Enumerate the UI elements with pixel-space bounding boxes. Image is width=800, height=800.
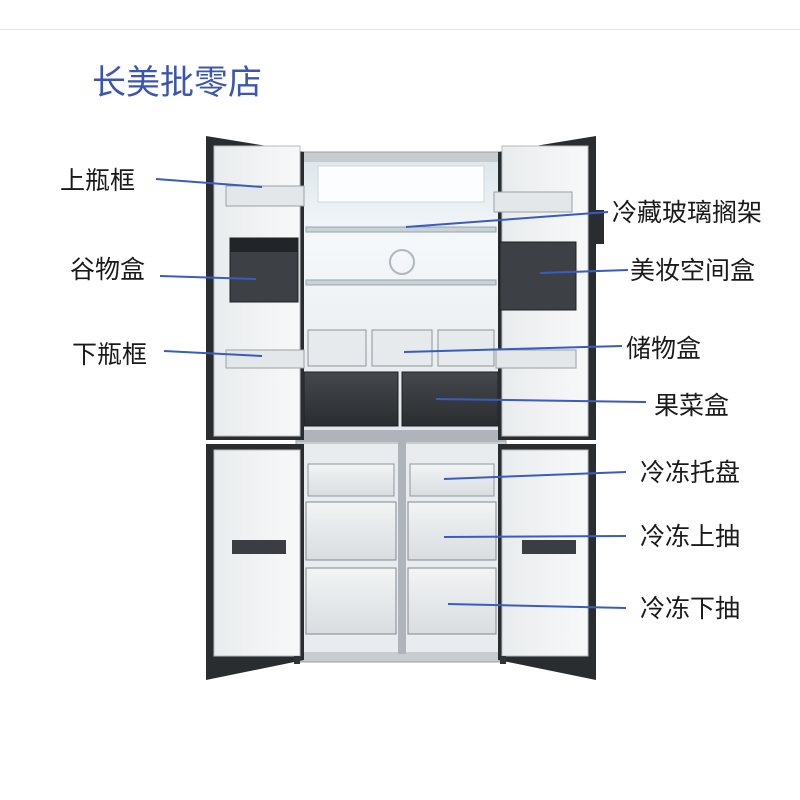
label-freezer-lower-drawer: 冷冻下抽 xyxy=(640,594,741,623)
cosmetics-box xyxy=(499,241,577,311)
leader-line xyxy=(403,345,623,353)
store-title: 长美批零店 xyxy=(92,63,262,103)
label-grain-box: 谷物盒 xyxy=(70,255,146,284)
label-glass-shelf: 冷藏玻璃搁架 xyxy=(612,198,763,227)
freezer-tray xyxy=(409,463,495,497)
label-lower-bottle-rack: 下瓶框 xyxy=(72,340,148,369)
freezer-lower-drawer xyxy=(305,567,397,635)
freezer-upper-drawer xyxy=(407,501,497,561)
leader-line xyxy=(435,398,647,403)
right-bottle-rack xyxy=(495,349,577,369)
right-bottle-rack xyxy=(493,191,573,213)
leader-line xyxy=(155,178,263,188)
leader-line xyxy=(447,603,627,609)
storage-box xyxy=(437,329,495,367)
display-panel xyxy=(522,540,576,554)
glass-shelf xyxy=(305,279,497,286)
brand-logo xyxy=(389,249,415,275)
storage-box xyxy=(307,329,367,367)
freezer-lower-drawer xyxy=(407,567,497,635)
storage-box xyxy=(371,329,433,367)
label-cosmetics-box: 美妆空间盒 xyxy=(630,256,756,285)
lower-bottle-rack xyxy=(225,349,305,369)
leader-line xyxy=(405,211,609,228)
top-divider xyxy=(0,29,800,30)
label-crisper-box: 果菜盒 xyxy=(654,391,730,420)
display-panel xyxy=(232,540,286,554)
crisper-drawer xyxy=(303,371,399,427)
leader-line xyxy=(539,269,629,274)
leader-line xyxy=(443,471,627,480)
top-light xyxy=(317,165,485,203)
freezer-tray xyxy=(307,463,395,497)
label-upper-bottle-rack: 上瓶框 xyxy=(60,166,136,195)
glass-shelf xyxy=(305,226,497,233)
upper-bottle-rack xyxy=(225,185,305,207)
leader-line xyxy=(159,275,257,280)
leader-line xyxy=(443,535,627,538)
label-freezer-tray: 冷冻托盘 xyxy=(640,458,741,487)
label-freezer-upper-drawer: 冷冻上抽 xyxy=(640,522,741,551)
label-storage-box: 储物盒 xyxy=(626,334,702,363)
freezer-upper-drawer xyxy=(305,501,397,561)
leader-line xyxy=(163,350,263,357)
